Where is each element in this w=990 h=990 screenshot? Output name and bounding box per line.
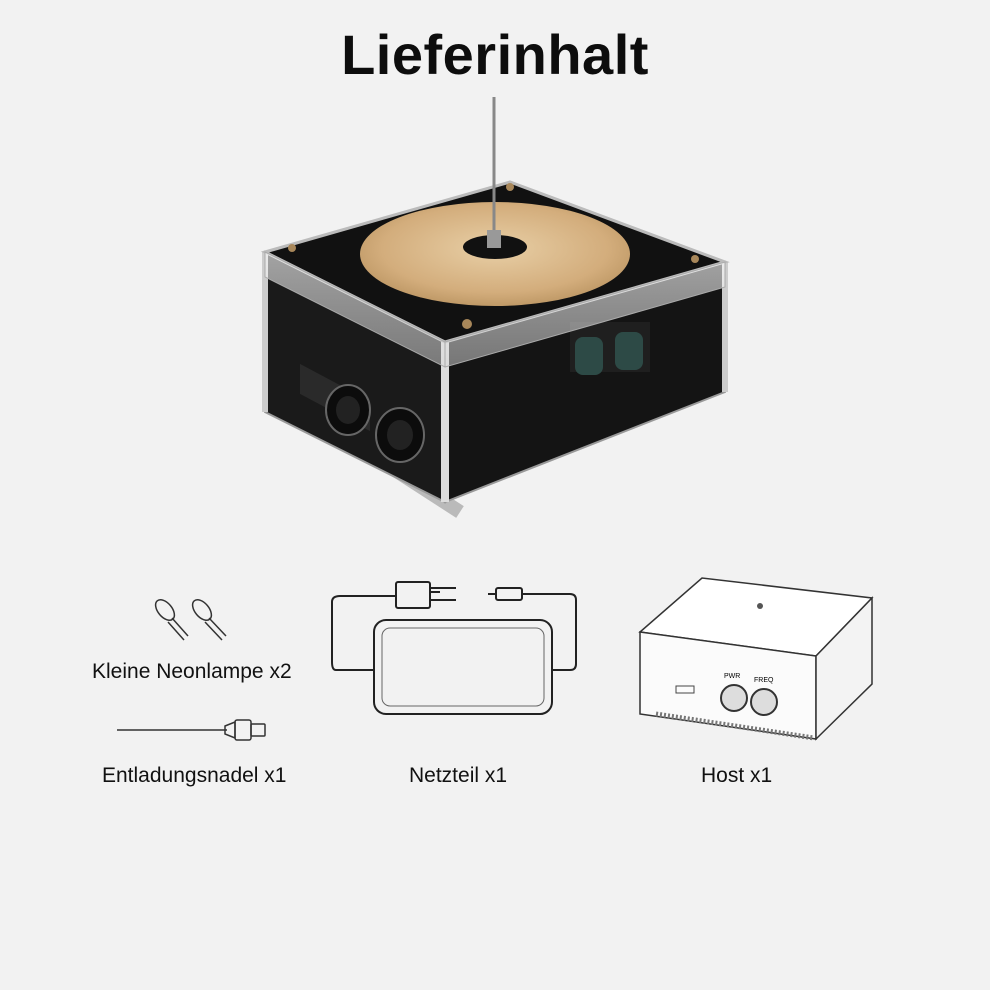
host-freq-label: FREQ xyxy=(754,677,774,684)
knob-left xyxy=(325,384,371,436)
host-pwr-label: PWR xyxy=(724,673,740,680)
item-label-neon-lamp: Kleine Neonlampe x2 xyxy=(92,660,292,683)
knob-right xyxy=(375,407,425,463)
discharge-needle-icon xyxy=(117,719,266,741)
neon-lamp-icon xyxy=(154,599,227,641)
item-label-power-adapter: Netzteil x1 xyxy=(409,764,508,787)
tesla-coil-product-image xyxy=(260,97,730,518)
page-title: Lieferinhalt xyxy=(341,23,649,86)
power-adapter-icon xyxy=(331,581,577,715)
item-label-discharge-needle: Entladungsnadel x1 xyxy=(102,764,287,787)
host-unit-icon: PWR FREQ xyxy=(638,577,874,741)
item-label-host: Host x1 xyxy=(701,764,773,787)
